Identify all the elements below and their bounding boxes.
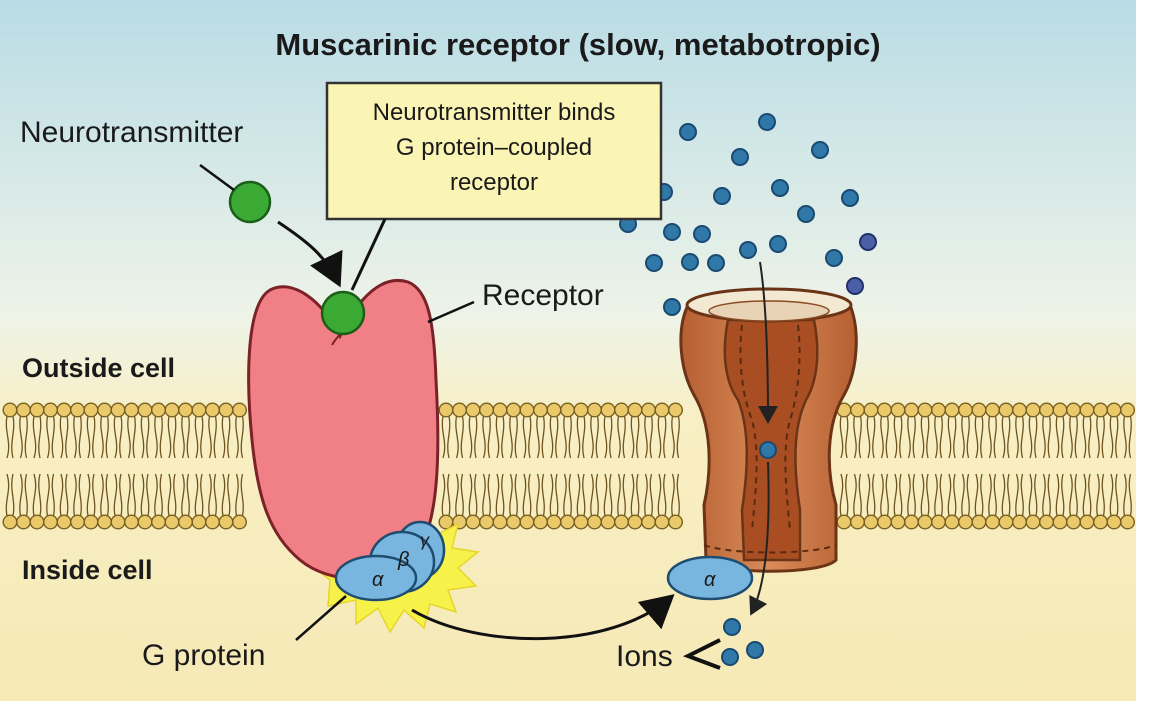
ion [739,241,757,259]
ion [769,235,787,253]
label-ions: Ions [616,640,673,673]
callout-line-3: receptor [450,169,538,196]
ion [846,277,864,295]
ion [841,189,859,207]
g-protein: α β γ [334,520,446,602]
neurotransmitter-free [228,180,272,224]
frame-edge [1136,0,1154,701]
ion-flow-arrow-lower [749,461,770,616]
beta-label: β [397,549,409,571]
diagram-title: Muscarinic receptor (slow, metabotropic) [275,27,880,62]
leader-neurotransmitter [199,163,235,192]
label-inside-cell: Inside cell [22,555,153,585]
intracellular-ions [721,618,764,666]
ion [859,233,877,251]
label-g-protein: G protein [142,639,265,672]
binding-arrow [277,220,343,288]
alpha-label: α [372,569,384,591]
ion [679,123,697,141]
ion [758,113,776,131]
ion [681,253,699,271]
leader-receptor [427,300,475,324]
activated-alpha-subunit: α [666,555,754,601]
gamma-label: γ [420,530,430,550]
ion [825,249,843,267]
ion [645,254,663,272]
ion-channel [679,287,858,573]
callout-line-2: G protein–coupled [396,134,592,161]
leader-g-protein [295,595,347,641]
ion-flow-arrow [757,261,778,424]
ion [811,141,829,159]
callout-box [325,81,663,221]
ion [771,179,789,197]
label-outside-cell: Outside cell [22,353,175,383]
ion [731,148,749,166]
ion-in-channel [759,441,777,459]
g-alpha-subunit [334,554,418,602]
label-receptor: Receptor [482,279,604,312]
ion [693,225,711,243]
callout: Neurotransmitter binds G protein–coupled… [325,81,663,291]
ion [797,205,815,223]
ion [663,223,681,241]
cell-membrane [2,402,1135,530]
alpha-label-active: α [704,569,716,591]
ion [707,254,725,272]
callout-line-1: Neurotransmitter binds [373,99,616,126]
ion [713,187,731,205]
neurotransmitter-bound [320,290,366,336]
label-neurotransmitter: Neurotransmitter [20,116,243,149]
ions-bracket [683,638,721,670]
alpha-migration-arrow [411,594,675,641]
ion [663,298,681,316]
